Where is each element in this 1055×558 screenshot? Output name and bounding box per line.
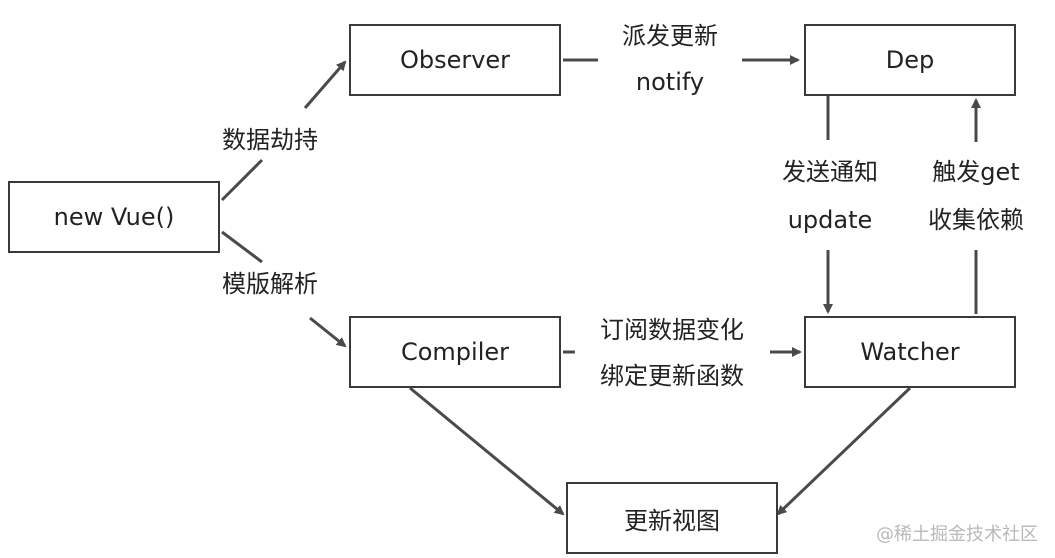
edge-label-trigger-1: 触发get (932, 158, 1020, 186)
node-compiler: Compiler (349, 316, 561, 388)
arrow-vue-to-compiler (221, 230, 263, 264)
arrow-vue-to-observer (220, 158, 264, 202)
node-new-vue-label: new Vue() (53, 203, 175, 231)
arrow-compiler-to-view (409, 386, 565, 516)
node-new-vue: new Vue() (8, 181, 220, 253)
edge-label-dispatch-2: notify (635, 68, 705, 96)
node-update-view: 更新视图 (566, 482, 778, 554)
node-observer-label: Observer (399, 46, 511, 74)
node-dep: Dep (804, 24, 1016, 96)
edge-label-notify-1: 发送通知 (782, 158, 878, 186)
edge-label-trigger-2: 收集依赖 (928, 206, 1024, 234)
node-watcher-label: Watcher (860, 338, 960, 366)
edge-label-template-parse: 模版解析 (222, 270, 318, 298)
node-observer: Observer (349, 24, 561, 96)
node-compiler-label: Compiler (400, 338, 510, 366)
arrow-watcher-to-view (776, 386, 912, 516)
edge-label-subscribe-2: 绑定更新函数 (600, 362, 744, 390)
edge-label-subscribe-1: 订阅数据变化 (600, 316, 744, 344)
node-watcher: Watcher (804, 316, 1016, 388)
edge-label-notify-2: update (787, 206, 873, 234)
edge-label-hijack: 数据劫持 (222, 126, 318, 154)
node-update-view-label: 更新视图 (624, 506, 720, 535)
edge-label-dispatch-1: 派发更新 (622, 22, 718, 50)
node-dep-label: Dep (885, 46, 935, 74)
watermark: @稀土掘金技术社区 (876, 524, 1038, 545)
